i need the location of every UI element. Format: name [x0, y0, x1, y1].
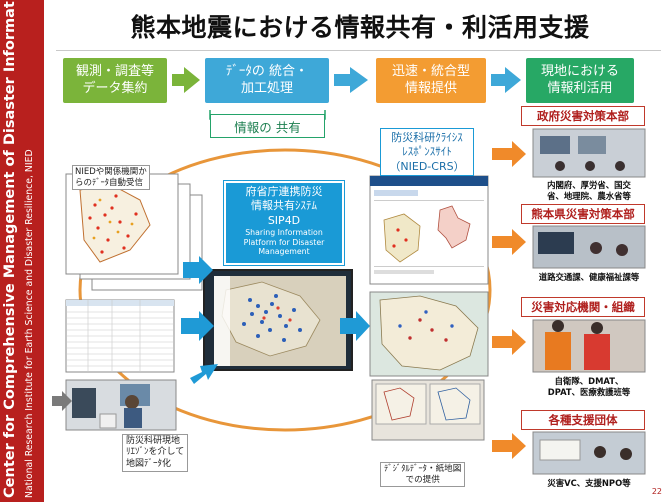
- flow-arrow-2: [334, 67, 368, 93]
- flow-step-utilize-line2: 情報利活用: [547, 80, 613, 96]
- paper-maps-photo: [371, 379, 485, 441]
- flow-step-process-line2: 加工処理: [240, 80, 293, 96]
- org-photo-support: [532, 431, 646, 475]
- liaison-note-line1: 防災科研現地: [126, 436, 181, 446]
- crs-website-screen: [369, 175, 489, 285]
- flow-arrow-1: [172, 67, 200, 93]
- orange-arrow-support: [492, 433, 526, 459]
- nied-auto-receive-note: NIEDや関係機関か らのﾃﾞｰﾀ自動受信: [72, 165, 150, 191]
- nied-note-line2: らのﾃﾞｰﾀ自動受信: [75, 177, 144, 188]
- flow-step-provide-line1: 迅速・統合型: [391, 63, 470, 79]
- info-sharing-label: 情報の 共有: [210, 114, 325, 138]
- orange-arrow-gov: [492, 141, 526, 167]
- org-caption-gov-line1: 内閣府、厚労省、国交: [547, 180, 631, 190]
- orange-arrow-pref: [492, 229, 526, 255]
- flow-step-collect: 観測・調査等データ集約: [63, 58, 167, 103]
- paper-note-line2: での提供: [405, 474, 440, 485]
- sip4d-box: 府省庁連携防災 情報共有ｼｽﾃﾑ SIP4D Sharing Informati…: [224, 181, 344, 265]
- flow-step-provide: 迅速・統合型情報提供: [376, 58, 486, 103]
- data-table-sheet: [65, 299, 175, 373]
- sip4d-jp-line1: 府省庁連携防災: [245, 185, 323, 198]
- sip4d-jp-line2: 情報共有ｼｽﾃﾑ: [251, 199, 317, 213]
- gray-arrow-liaison: [52, 391, 72, 411]
- page-title: 熊本地震における情報共有・利活用支援: [130, 13, 590, 42]
- paper-note-line1: ﾃﾞｼﾞﾀﾙﾃﾞｰﾀ・紙地図: [384, 464, 462, 474]
- org-caption-gov-line2: 省、地理院、農水省等: [547, 190, 631, 201]
- flow-step-utilize: 現地における情報利活用: [526, 58, 634, 103]
- org-caption-pref-line1: 道路交通課、健康福祉課等: [538, 272, 640, 282]
- orange-arrow-responders: [492, 329, 526, 355]
- org-title-gov: 政府災害対策本部: [521, 106, 645, 126]
- liaison-photo: [65, 379, 177, 431]
- org-photo-responders: [532, 319, 646, 373]
- paper-map-note: ﾃﾞｼﾞﾀﾙﾃﾞｰﾀ・紙地図 での提供: [380, 462, 466, 488]
- flow-step-provide-line2: 情報提供: [404, 80, 457, 96]
- crs-label: 防災科研ｸﾗｲｼｽ ﾚｽﾎﾟﾝｽｻｲﾄ （NIED-CRS）: [380, 128, 474, 176]
- shared-map-large: [369, 291, 489, 377]
- org-caption-pref: 道路交通課、健康福祉課等: [524, 272, 654, 283]
- org-photo-pref: [532, 225, 646, 269]
- blue-arrow-top: [183, 256, 213, 284]
- sip4d-en-line1: Sharing Information: [245, 227, 323, 237]
- flow-step-process: ﾃﾞｰﾀの 統合・加工処理: [205, 58, 329, 103]
- liaison-note-line3: 地図ﾃﾞｰﾀ化: [126, 458, 172, 469]
- blue-arrow-to-crs: [340, 311, 370, 341]
- liaison-note: 防災科研現地 ﾘｴｿﾞﾝを介して 地図ﾃﾞｰﾀ化: [122, 434, 189, 472]
- org-caption-responders-line2: DPAT、医療救護班等: [547, 386, 631, 397]
- org-caption-responders: 自衛隊、DMAT、 DPAT、医療救護班等: [528, 376, 650, 398]
- org-caption-support: 災害VC、支援NPO等: [528, 478, 650, 489]
- flow-arrow-3: [491, 67, 521, 93]
- crs-label-line3: （NIED-CRS）: [389, 159, 465, 173]
- sidebar-band: Center for Comprehensive Management of D…: [0, 0, 44, 502]
- sip4d-map-screen: [203, 269, 353, 371]
- org-photo-gov: [532, 128, 646, 178]
- sip4d-name: SIP4D: [267, 213, 301, 227]
- flow-step-collect-line1: 観測・調査等: [75, 63, 154, 79]
- flow-step-collect-line2: データ集約: [82, 80, 148, 96]
- sharing-ellipse: [78, 148, 492, 432]
- blue-arrow-bottom: [190, 364, 218, 384]
- title-divider: [56, 50, 661, 51]
- org-title-responders: 災害対応機関・組織: [521, 297, 645, 317]
- org-title-pref: 熊本県災害対策本部: [521, 204, 645, 224]
- flow-step-process-line1: ﾃﾞｰﾀの 統合・: [225, 63, 309, 79]
- sip4d-en-line2: Platform for Disaster: [243, 237, 325, 247]
- flow-step-utilize-line1: 現地における: [540, 63, 619, 79]
- org-caption-gov: 内閣府、厚労省、国交 省、地理院、農水省等: [528, 180, 650, 202]
- sip4d-en-line3: Management: [258, 247, 310, 257]
- page-number: 22: [651, 487, 662, 496]
- crs-label-line2: ﾚｽﾎﾟﾝｽｻｲﾄ: [402, 145, 452, 159]
- crs-label-line1: 防災科研ｸﾗｲｼｽ: [391, 131, 463, 144]
- org-caption-responders-line1: 自衛隊、DMAT、: [554, 376, 624, 386]
- liaison-note-line2: ﾘｴｿﾞﾝを介して: [126, 447, 185, 458]
- org-caption-support-line1: 災害VC、支援NPO等: [547, 478, 631, 488]
- nied-note-line1: NIEDや関係機関か: [75, 167, 147, 177]
- org-title-support: 各種支援団体: [521, 410, 645, 430]
- blue-arrow-middle: [181, 311, 214, 341]
- nied-map-stack: [65, 173, 203, 291]
